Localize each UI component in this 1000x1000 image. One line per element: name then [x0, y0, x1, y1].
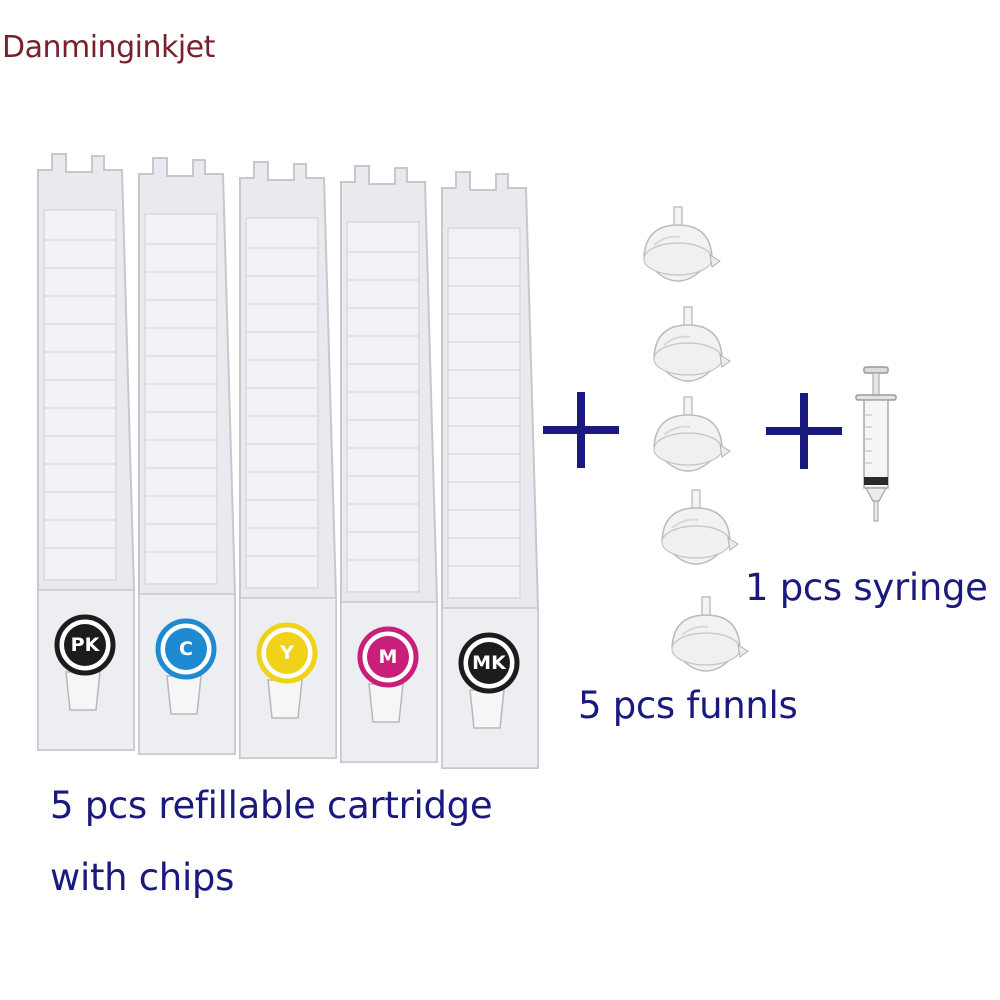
chip-label: MK — [472, 652, 506, 674]
cartridge-c: C — [131, 154, 241, 764]
chip-dot — [165, 628, 207, 670]
chip-label: PK — [70, 634, 100, 656]
funnel-icon — [653, 306, 731, 382]
cartridge-set: PK C Y M MK — [30, 150, 575, 780]
chip-label: M — [378, 646, 398, 668]
funnel-icon — [643, 206, 721, 282]
cartridges-caption-line-1: 5 pcs refillable cartridge — [50, 784, 493, 827]
syringe-icon — [855, 366, 897, 522]
brand-name: Danminginkjet — [2, 30, 215, 65]
cartridge-pk: PK — [30, 150, 140, 760]
cartridge-m: M — [333, 162, 443, 772]
funnel-icon — [661, 489, 739, 565]
chip-dot — [367, 636, 409, 678]
chip-dot — [468, 642, 510, 684]
chip-label: C — [179, 638, 193, 660]
funnel-icon — [671, 596, 749, 672]
plus-icon — [543, 392, 619, 468]
plus-icon — [766, 393, 842, 469]
cartridges-caption-line-2: with chips — [50, 856, 235, 899]
funnels-caption: 5 pcs funnls — [578, 684, 798, 727]
chip-label: Y — [280, 642, 294, 664]
cartridge-mk: MK — [434, 168, 544, 778]
chip-dot — [266, 632, 308, 674]
cartridge-y: Y — [232, 158, 342, 768]
chip-dot — [64, 624, 106, 666]
funnel-icon — [653, 396, 731, 472]
syringe-caption: 1 pcs syringe — [745, 566, 988, 609]
